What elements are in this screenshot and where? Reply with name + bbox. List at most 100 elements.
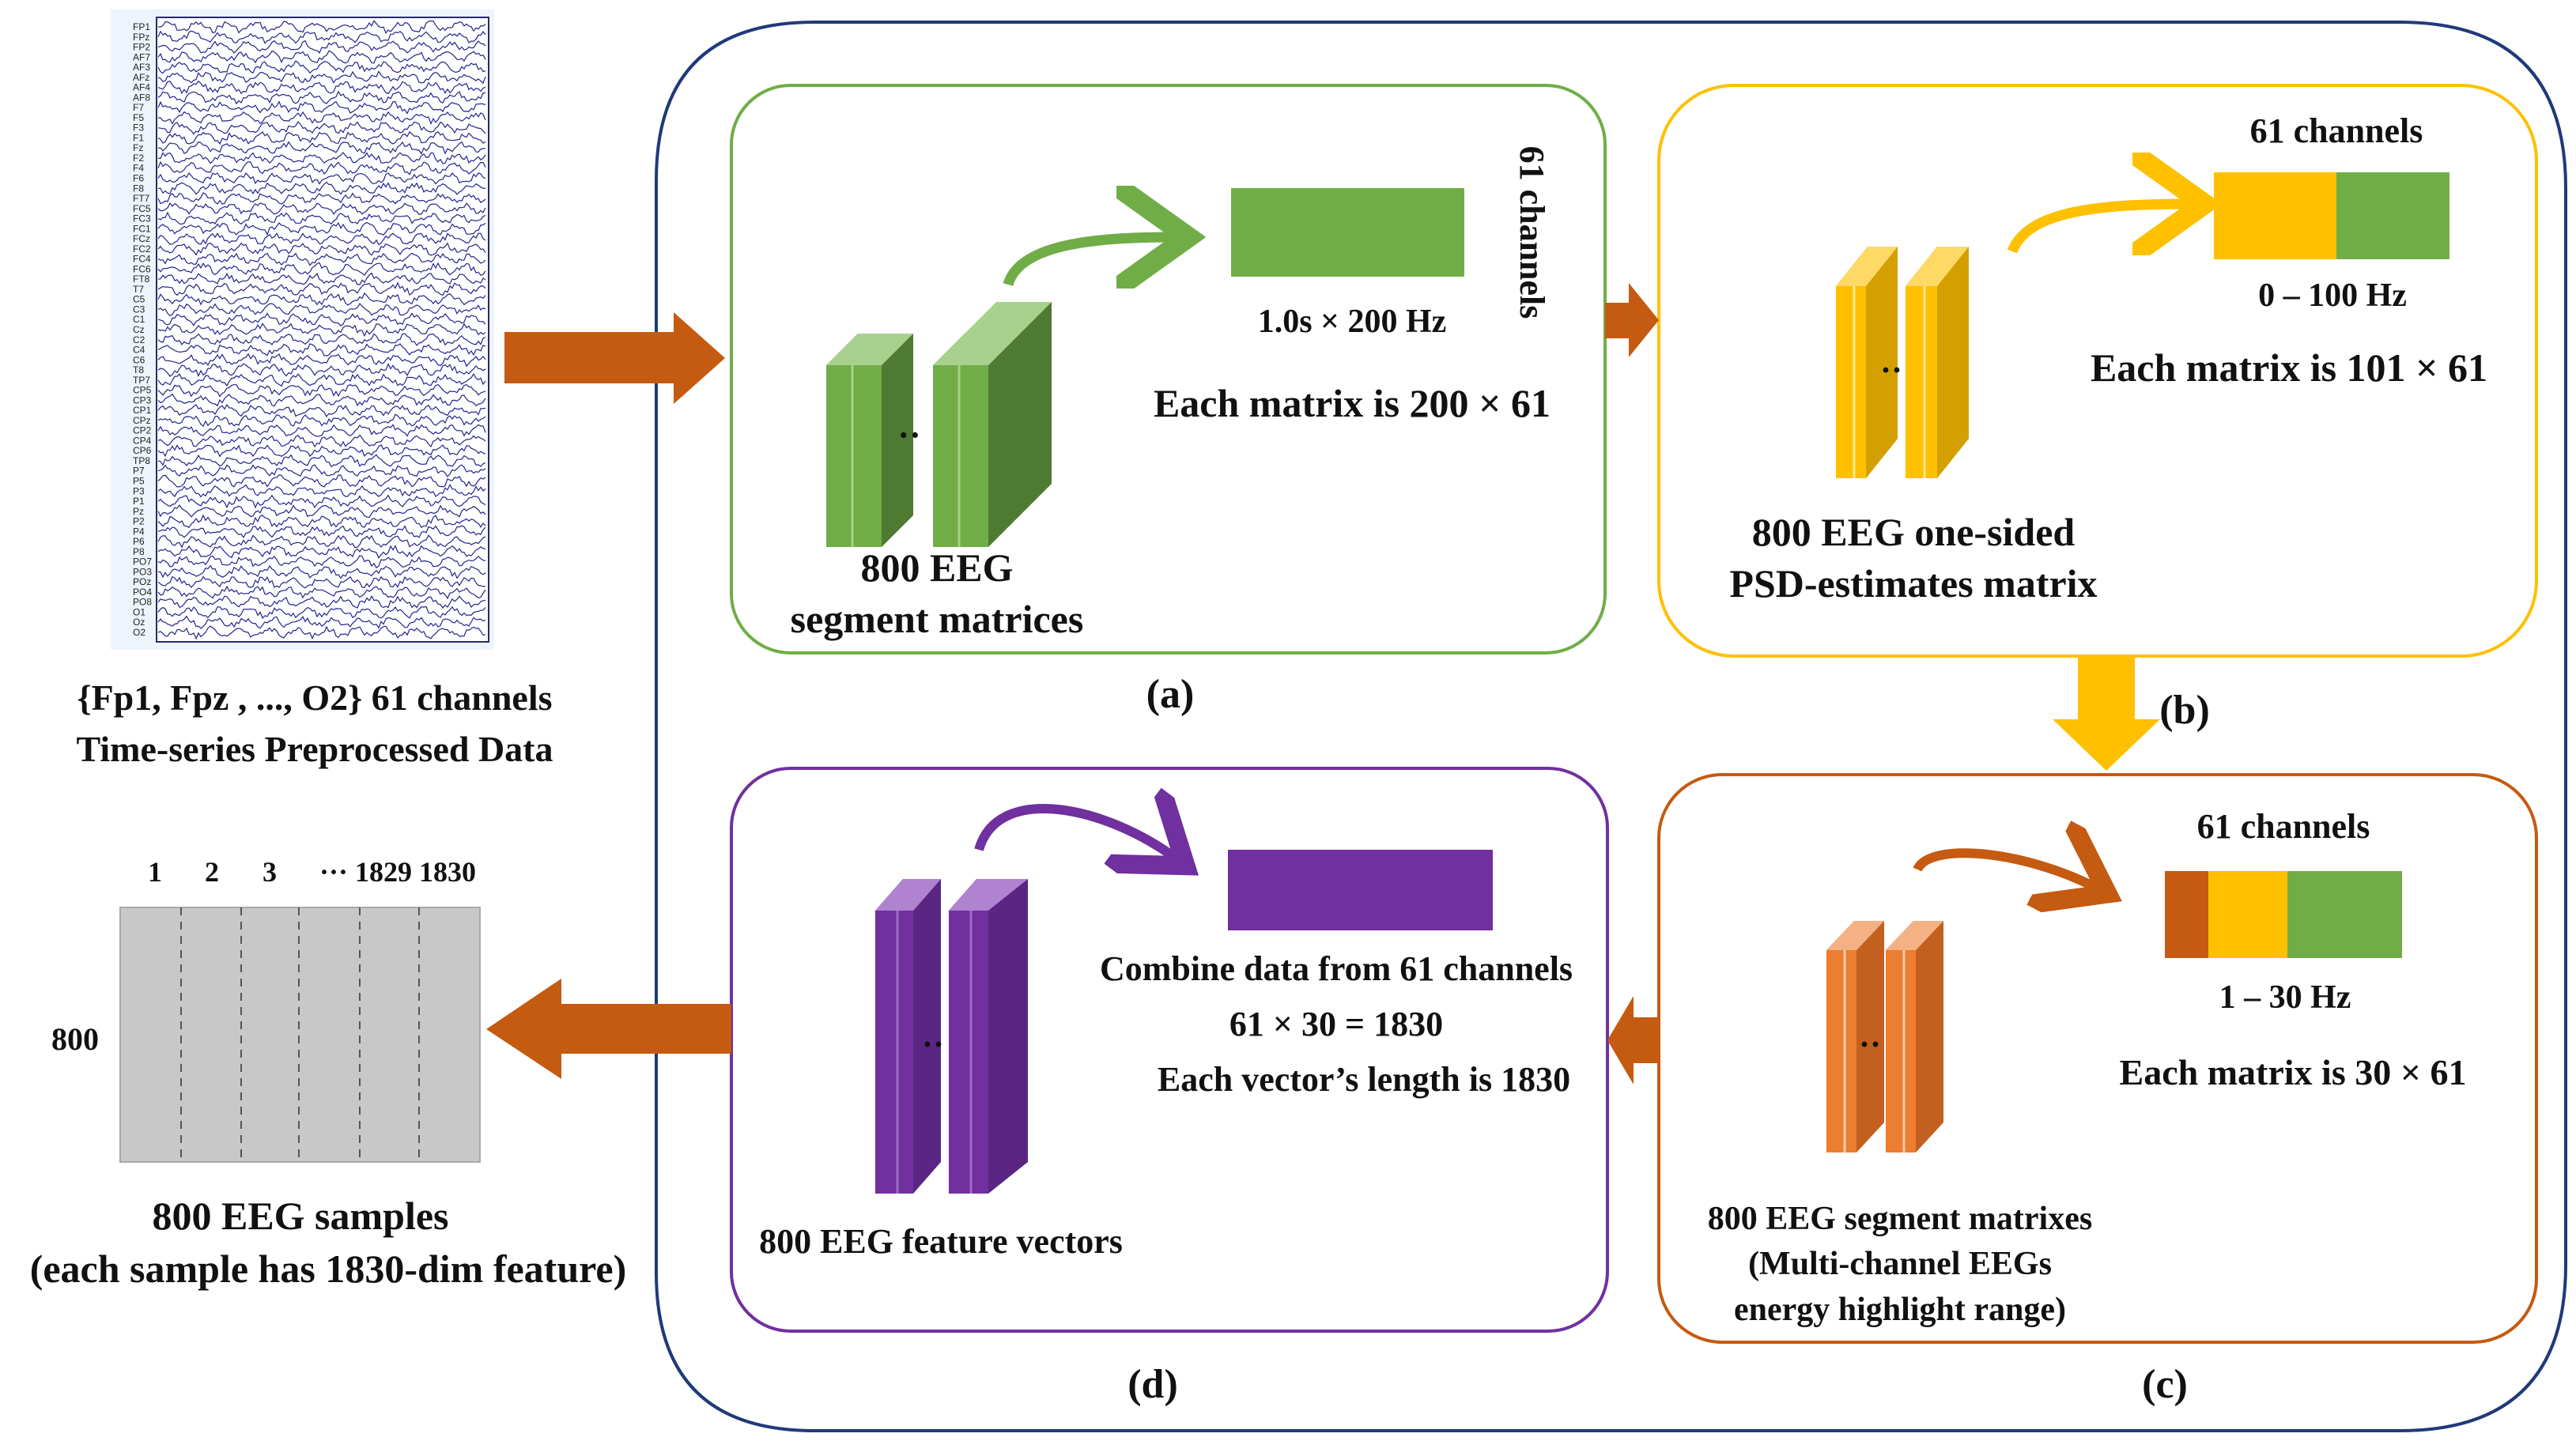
eeg-trace (157, 484, 486, 498)
eeg-channel-label: F6 (133, 173, 144, 184)
eeg-trace (157, 514, 486, 529)
eeg-channel-label: PO7 (133, 556, 152, 568)
eeg-channel-label: CP2 (133, 425, 152, 436)
eeg-trace (157, 202, 486, 216)
eeg-trace (157, 525, 486, 539)
eeg-trace (157, 363, 486, 378)
panel-d-curved-arrow (974, 809, 1178, 860)
eeg-trace (157, 444, 486, 458)
panel-b-channels-label: 61 channels (2250, 111, 2423, 150)
panel-c: ·· 800 EEG segment matrixes (Multi-chann… (1657, 773, 2538, 1407)
panel-c-matrix-band3 (2287, 871, 2402, 958)
eeg-trace (157, 454, 486, 468)
arrow-c-to-d (1607, 996, 1659, 1085)
panel-a-matrix-size: Each matrix is 200 × 61 (1154, 381, 1551, 425)
eeg-channel-label: AF7 (133, 51, 150, 62)
samples-row-count: 800 (51, 1021, 99, 1057)
eeg-channel-label: C4 (133, 345, 145, 356)
eeg-channel-label: F7 (133, 102, 144, 113)
eeg-channel-label: FC1 (133, 223, 151, 234)
eeg-channel-label: PO8 (133, 597, 152, 608)
panel-b-matrix-stack (1836, 247, 1969, 478)
panel-b-stack-label-line1: 800 EEG one-sided (1752, 510, 2076, 554)
panel-d-feature-vector (1228, 850, 1493, 930)
eeg-trace (157, 172, 486, 185)
eeg-channel-label: FP1 (133, 21, 150, 32)
samples-col-last: ··· 1829 1830 (319, 856, 476, 888)
panel-a-stack-label-line2: segment matrices (791, 597, 1084, 641)
panel-c-matrix-size: Each matrix is 30 × 61 (2120, 1052, 2467, 1092)
panel-c-curved-arrow (1913, 853, 2099, 889)
eeg-trace (157, 60, 486, 74)
eeg-channel-label: AF8 (133, 92, 150, 103)
eeg-channel-label: P2 (133, 516, 145, 527)
panel-d-matrix-stack (875, 879, 1028, 1194)
eeg-trace (157, 50, 486, 64)
panel-b: ·· 800 EEG one-sided PSD-estimates matri… (1657, 84, 2538, 733)
panel-b-matrix-lowband (2214, 172, 2336, 259)
panel-b-freq-label: 0 – 100 Hz (2258, 277, 2407, 314)
eeg-trace (157, 281, 486, 296)
eeg-trace (157, 130, 486, 145)
eeg-channel-label: Fz (133, 142, 143, 153)
eeg-trace (157, 545, 486, 560)
eeg-channel-label: CP6 (133, 445, 152, 456)
eeg-trace (157, 302, 486, 317)
eeg-trace (157, 80, 486, 95)
eeg-trace (157, 534, 486, 549)
arrow-d-to-samples (486, 979, 731, 1079)
panel-b-curved-arrow (2007, 204, 2194, 251)
eeg-channel-label: O2 (133, 627, 145, 638)
eeg-channel-label: AF3 (133, 62, 150, 73)
eeg-channel-label: FC4 (133, 254, 151, 265)
eeg-channel-label: CP1 (133, 405, 152, 416)
panel-c-freq-label: 1 – 30 Hz (2219, 979, 2351, 1016)
eeg-channel-label: P8 (133, 546, 145, 557)
eeg-traces (157, 20, 486, 640)
eeg-trace (157, 312, 486, 326)
eeg-channel-label: FC6 (133, 263, 151, 274)
eeg-trace (157, 585, 486, 600)
panel-c-stack-label-line1: 800 EEG segment matrixes (1708, 1201, 2092, 1237)
eeg-channel-label: CPz (133, 415, 151, 426)
panel-d-tag: (d) (1127, 1362, 1178, 1407)
eeg-trace (157, 575, 486, 589)
eeg-channel-label: FCz (133, 233, 150, 244)
panel-c-stack-dots: ·· (1859, 1027, 1881, 1063)
eeg-channel-label: AFz (133, 72, 149, 83)
eeg-channel-label: P6 (133, 536, 145, 547)
eeg-trace (157, 434, 486, 448)
eeg-channel-label: C2 (133, 334, 145, 345)
eeg-trace (157, 121, 486, 135)
panel-a-matrix-stack (826, 302, 1052, 547)
eeg-channel-label: P5 (133, 476, 145, 487)
eeg-channel-label: PO4 (133, 587, 152, 598)
eeg-trace (157, 70, 486, 85)
eeg-channel-label: FT8 (133, 273, 150, 285)
eeg-trace (157, 111, 486, 125)
eeg-channel-label: T8 (133, 364, 144, 375)
panel-d-combine-line3: Each vector’s length is 1830 (1158, 1060, 1570, 1099)
panel-b-matrix-size: Each matrix is 101 × 61 (2091, 345, 2487, 390)
eeg-trace (157, 605, 486, 619)
eeg-channel-label: F2 (133, 153, 144, 164)
panel-a-matrix (1231, 188, 1464, 277)
eeg-channel-label: PO3 (133, 566, 152, 577)
eeg-channel-label: FC2 (133, 243, 151, 255)
panel-c-matrix-stack (1826, 921, 1943, 1152)
eeg-channel-label: C1 (133, 314, 145, 325)
eeg-channel-label: FC3 (133, 213, 151, 224)
panel-c-stack-label-line2: (Multi-channel EEGs (1748, 1246, 2052, 1282)
eeg-trace (157, 323, 486, 338)
eeg-caption-line2: Time-series Preprocessed Data (77, 729, 553, 769)
eeg-trace (157, 424, 486, 437)
panel-a-channels-label: 61 channels (1513, 146, 1551, 319)
eeg-recording: FP1FPzFP2AF7AF3AFzAF4AF8F7F5F3F1FzF2F4F6… (77, 9, 553, 769)
eeg-channel-label: P4 (133, 526, 145, 537)
eeg-trace (157, 464, 486, 477)
samples-col-3: 3 (263, 856, 277, 888)
eeg-trace (157, 353, 486, 368)
eeg-trace (157, 564, 486, 579)
panel-c-matrix-band2 (2208, 871, 2287, 958)
